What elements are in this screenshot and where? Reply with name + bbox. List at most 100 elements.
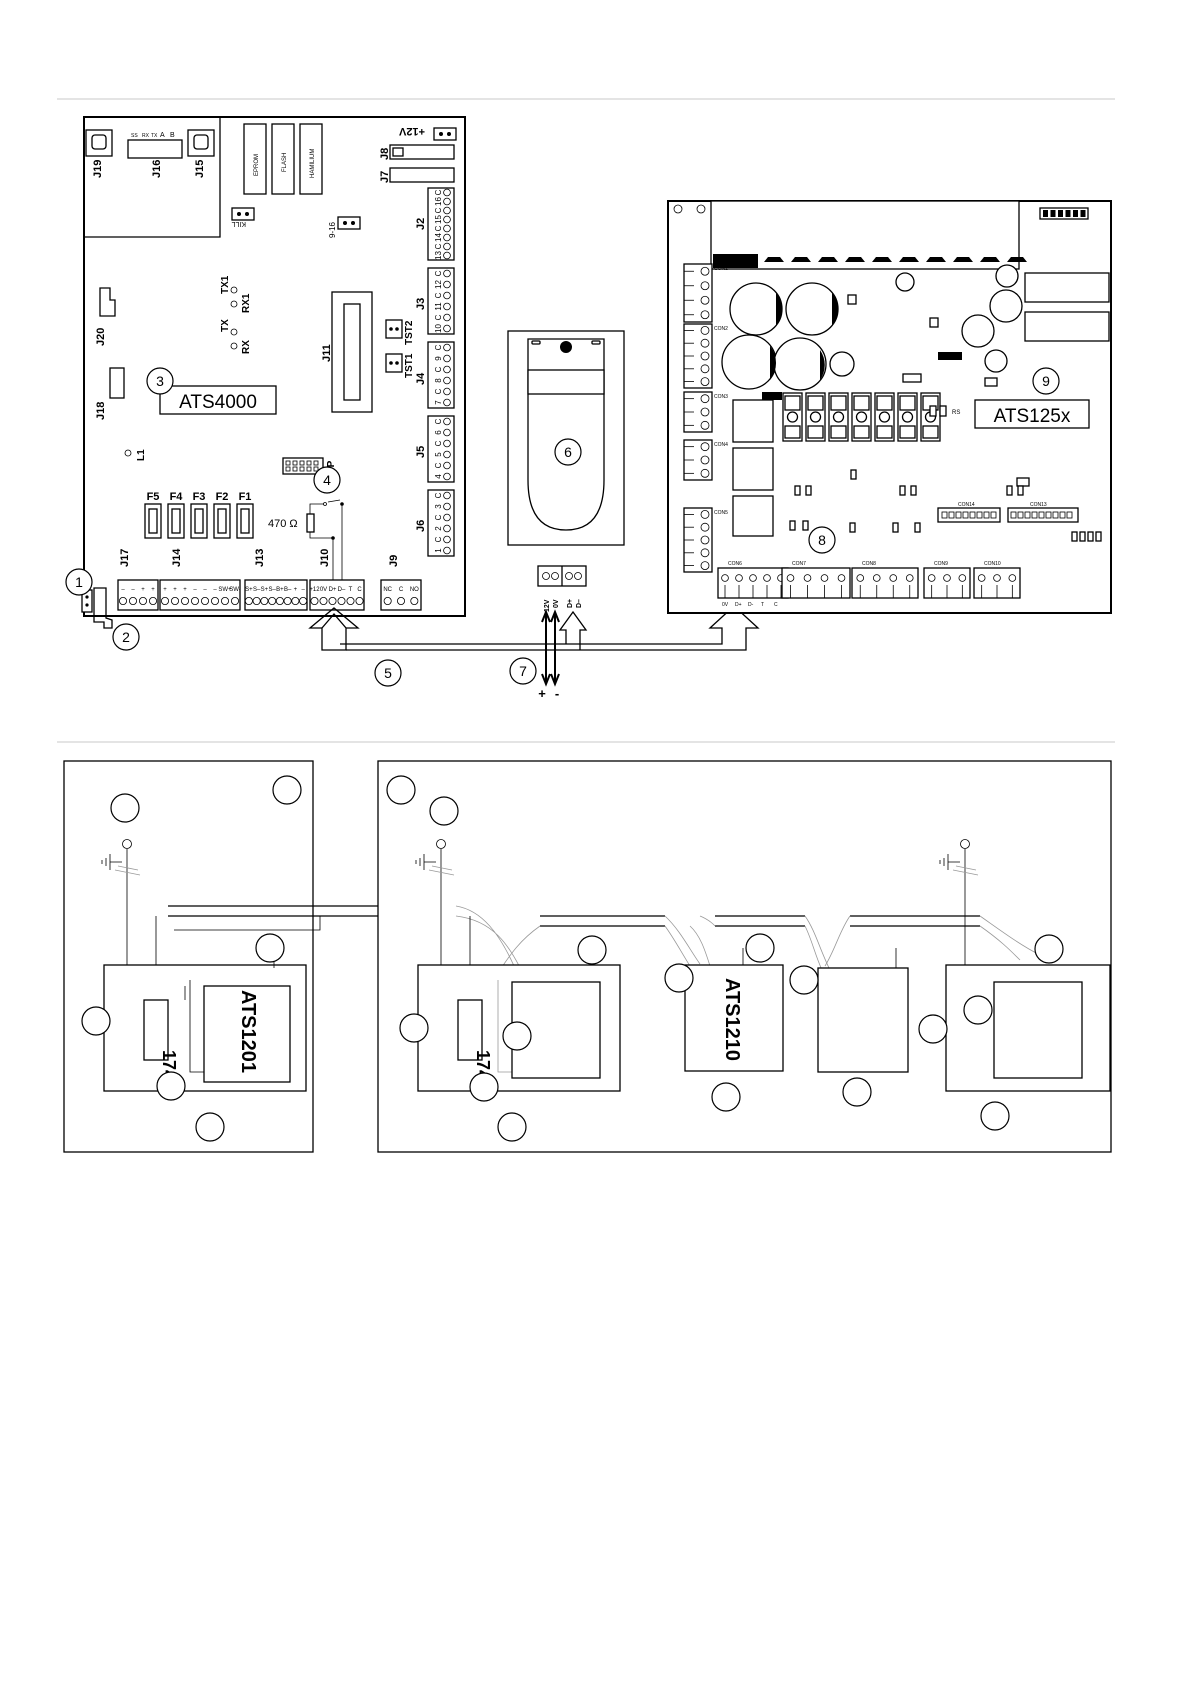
panel-ats1201: ATS1201 [237, 990, 259, 1073]
zone-pin-j6: 3 [434, 504, 443, 509]
j10-label: J10 [319, 549, 331, 567]
j9-label: J9 [388, 555, 400, 567]
j9-terminals-pin: NO [410, 587, 419, 593]
relay-4 [851, 392, 872, 442]
callout-7: 7 [509, 657, 537, 685]
blank-callout-circle [386, 775, 416, 805]
kill-label: KILL [231, 220, 246, 227]
svg-text:A: A [160, 132, 165, 139]
blank-callout-circle [110, 793, 140, 823]
zone-pin-j6: C [434, 514, 443, 520]
svg-text:TX: TX [151, 133, 158, 139]
fuse-label: F2 [216, 491, 229, 503]
callout-number: 5 [384, 665, 392, 681]
polarity-plus: + [538, 686, 546, 701]
ats4000-label: ATS4000 [179, 392, 257, 413]
j17-terminals: ––++ [117, 579, 159, 611]
zone-pin-j2: C [434, 189, 443, 195]
j13-terminals-pin: S– [268, 587, 276, 593]
con14-label: CON14 [958, 502, 975, 508]
callout-number: 4 [323, 472, 331, 488]
rx-label: RX [241, 340, 252, 354]
j9-terminals-pin: NC [383, 587, 392, 593]
blank-callout-circle [1034, 934, 1064, 964]
con3: CON3 [683, 391, 728, 433]
j14-terminals: +++–––SW+SW- [159, 579, 241, 611]
zone-pin-j2: 14 [434, 233, 443, 242]
callout-4: 4 [313, 466, 341, 494]
blank-callout-circle [469, 1072, 499, 1102]
rx1-label: RX1 [241, 293, 252, 313]
zone-pin-j3: 11 [434, 302, 443, 311]
con6-pin: D- [748, 602, 754, 608]
callout-number: 3 [156, 373, 164, 389]
con-label: CON2 [714, 326, 728, 332]
con13-con14-pins [941, 511, 1073, 519]
keypad-terminal-12v: 12V [544, 599, 551, 612]
j9-terminals-pin: C [399, 587, 404, 593]
con5: CON5 [683, 507, 728, 573]
con-label: CON10 [984, 561, 1001, 567]
zone-pin-j6: 2 [434, 526, 443, 531]
zone-pin-j4: 8 [434, 378, 443, 383]
j18-label: J18 [95, 402, 107, 420]
sp-label: SP [326, 460, 337, 474]
zone-pin-j4: C [434, 344, 443, 350]
j14-terminals-pin: – [203, 587, 207, 593]
j14-terminals-pin: – [213, 587, 217, 593]
con7: CON7 [781, 561, 851, 599]
j4-label: J4 [415, 372, 427, 385]
j17-terminals-pin: + [141, 587, 145, 593]
zone-pin-j5: C [434, 418, 443, 424]
zone-pin-j2: C [434, 207, 443, 213]
callout-2: 2 [112, 623, 140, 651]
con13-label: CON13 [1030, 502, 1047, 508]
blank-callout-circle [711, 1082, 741, 1112]
j14-terminals-pin: + [173, 587, 177, 593]
j13-label: J13 [254, 549, 266, 567]
j13-terminals-pin: S+ [261, 587, 269, 593]
j10-terminals-pin: D+ [329, 587, 337, 593]
con6: CON6 [717, 561, 789, 599]
zone-pin-j3: C [434, 314, 443, 320]
j14-terminals-pin: – [193, 587, 197, 593]
panel-ats1210: ATS1210 [721, 978, 743, 1061]
zone-pin-j5: 4 [434, 474, 443, 479]
zone-pin-j2: 13 [434, 251, 443, 260]
blank-callout-circle [156, 1071, 186, 1101]
zone-pin-j3: C [434, 270, 443, 276]
zone-pin-j2: 15 [434, 215, 443, 224]
relay-teeth [764, 257, 1027, 262]
con-label: CON9 [934, 561, 948, 567]
callout-8: 8 [808, 526, 836, 554]
relay-row [782, 392, 941, 442]
fuse-label: F1 [239, 491, 252, 503]
j13-terminals-pin: B– [284, 587, 292, 593]
blank-callout-circle [195, 1112, 225, 1142]
con6-pin: 0V [722, 602, 729, 608]
relay-7 [920, 392, 941, 442]
callout-number: 2 [122, 629, 130, 645]
con6-pin: C [774, 602, 778, 608]
blank-callout-circle [789, 965, 819, 995]
callout-number: 9 [1042, 373, 1050, 389]
con8: CON8 [851, 561, 919, 599]
j10-terminals-pin: 0V [320, 587, 327, 593]
tst1-label: TST1 [404, 353, 415, 378]
blank-callout-circle [502, 1021, 532, 1051]
j5-label: J5 [415, 446, 427, 458]
j15-label: J15 [194, 160, 206, 178]
power-12v-label: +12V [398, 125, 425, 137]
j14-terminals-pin: + [183, 587, 187, 593]
j10-terminals-pin: C [357, 587, 362, 593]
zone-pin-j6: C [434, 492, 443, 498]
blank-callout-circle [664, 963, 694, 993]
j13-terminals-pin: + [294, 587, 298, 593]
j17-label: J17 [119, 549, 131, 567]
